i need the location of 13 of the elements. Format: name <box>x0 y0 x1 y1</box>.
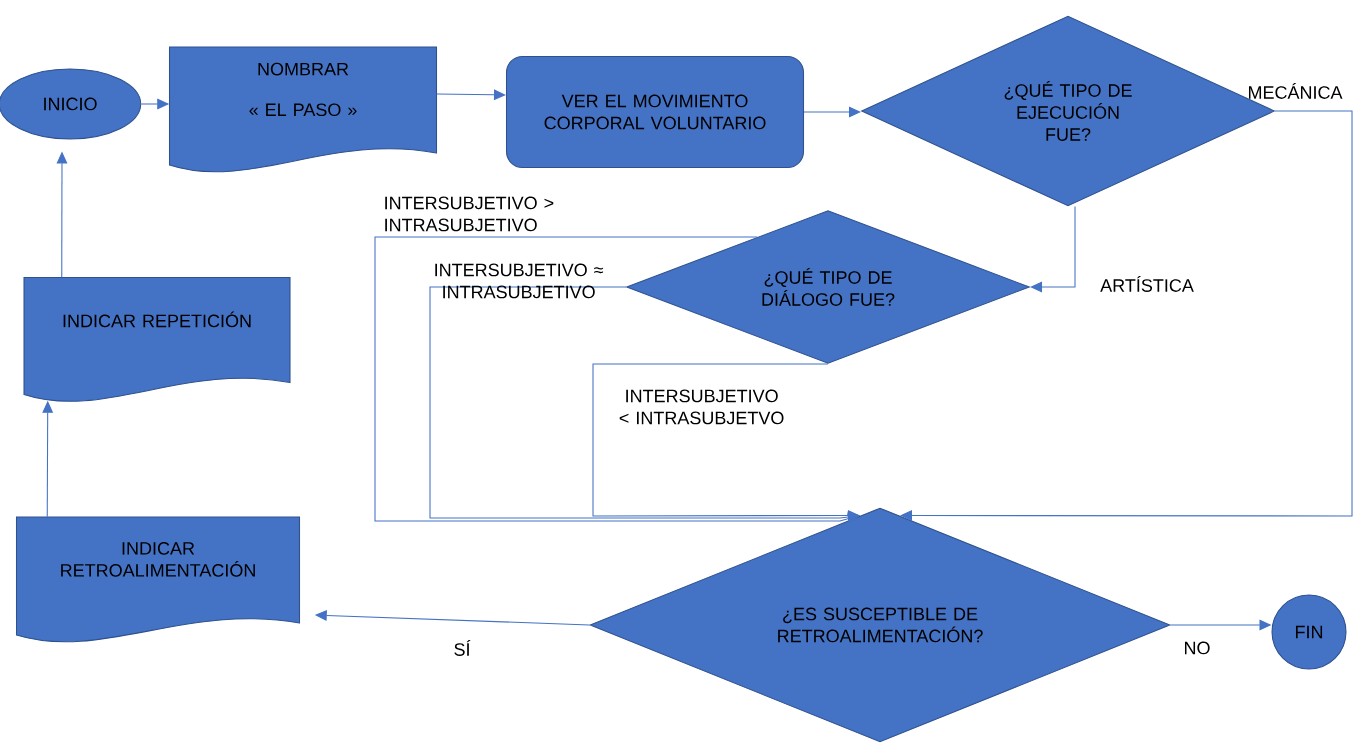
edge-label: NO <box>1185 641 1210 655</box>
edge-label: INTERSUBJETIVO ≈ INTRASUBJETIVO <box>435 263 604 299</box>
edge-label: INTERSUBJETIVO < INTRASUBJETVO <box>619 389 784 425</box>
arrow <box>429 286 860 523</box>
edge-label: SÍ <box>454 640 471 656</box>
arrow <box>1030 206 1076 293</box>
arrow <box>374 236 860 524</box>
arrow <box>803 106 861 118</box>
edge-label: ARTÍSTICA <box>1100 276 1194 292</box>
process-box: VER EL MOVIMIENTO CORPORAL VOLUNTARIO <box>505 55 805 169</box>
arrow <box>592 363 860 521</box>
arrow <box>900 110 1353 521</box>
edge-label: INTERSUBJETIVO > INTRASUBJETIVO <box>385 196 554 232</box>
